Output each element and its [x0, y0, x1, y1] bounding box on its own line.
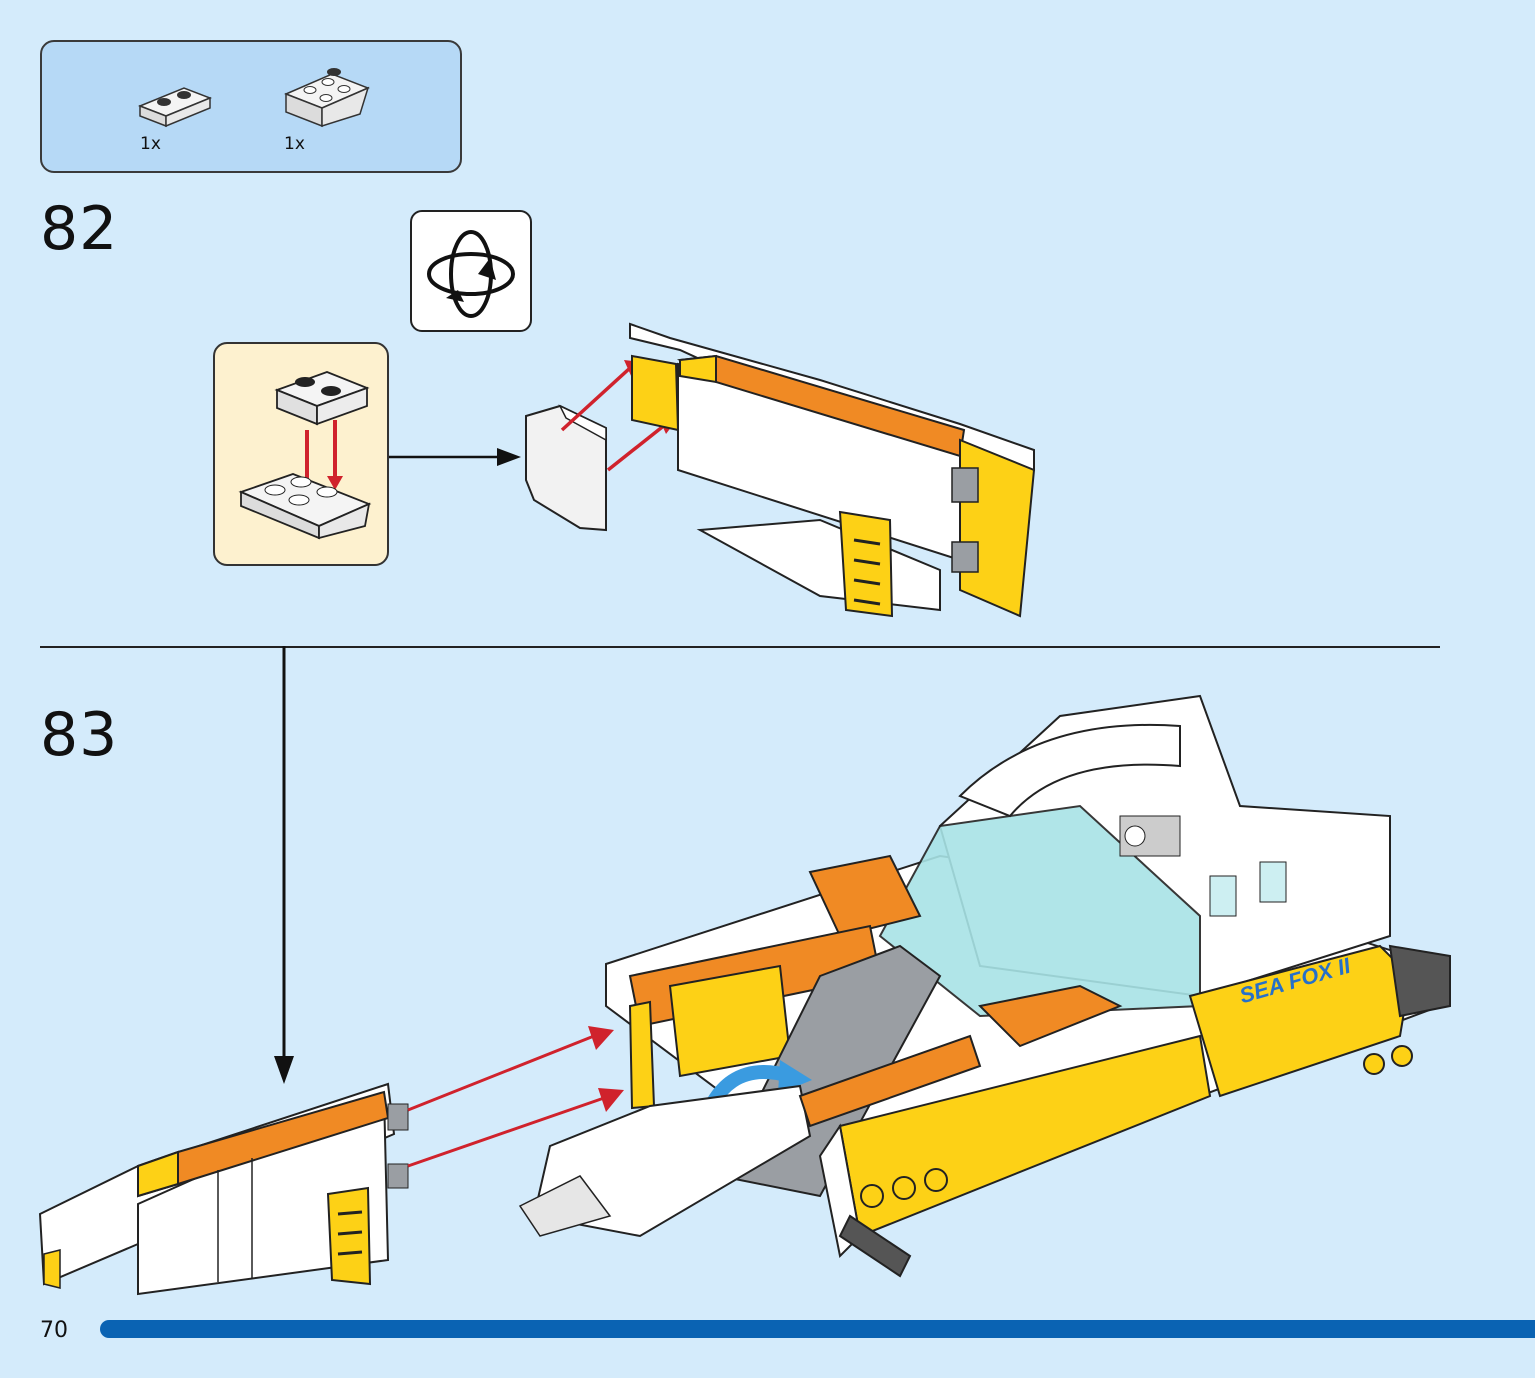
- step-83-subassembly-illustration: [38, 1082, 409, 1296]
- connector-arrow: [274, 646, 294, 1084]
- plate-1x2-part-image: [137, 87, 213, 128]
- page-progress-bar: [100, 1320, 1535, 1338]
- page-number: 70: [40, 1318, 68, 1343]
- parts-list-box: 1x 1x: [40, 40, 462, 173]
- part-1-quantity: 1x: [140, 134, 161, 154]
- step-divider: [40, 646, 1440, 648]
- step-82-number: 82: [40, 194, 119, 264]
- part-2-quantity: 1x: [284, 134, 305, 154]
- inverted-slope-part-image: [284, 68, 370, 128]
- step-82-model-illustration: [525, 322, 1036, 618]
- subassembly-callout: [213, 342, 389, 566]
- step-83-boat-illustration: [518, 694, 1451, 1278]
- attach-arrows: [407, 1026, 624, 1168]
- subassembly-illustration: [238, 371, 372, 540]
- rotate-model-icon: [427, 230, 515, 318]
- step-83-number: 83: [40, 700, 119, 770]
- subassembly-arrow: [389, 448, 521, 466]
- rotate-model-callout: [410, 210, 532, 332]
